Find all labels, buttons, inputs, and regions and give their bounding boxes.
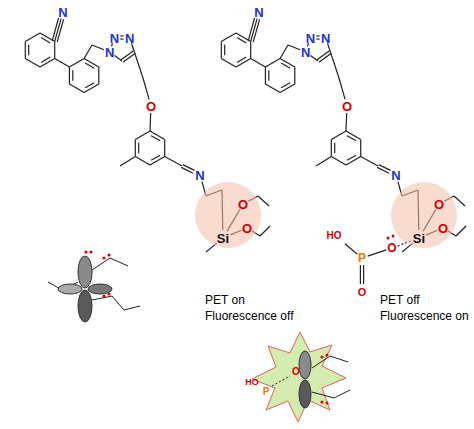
atom-label: P [263,387,270,397]
atom-label: HO [245,378,259,387]
atom-label: Si [217,232,229,245]
atom-label: O [292,367,300,377]
atom-label: N [301,46,310,59]
atom-label: O [242,222,252,235]
state-note: PET off Fluorescence on [380,292,474,324]
atom-label: N [110,31,119,44]
atom-label: O [146,100,156,113]
atom-label: O [238,198,248,211]
atom-label: Si [413,232,425,245]
atom-label: N [58,6,67,19]
highlight-circle: OO Si [195,182,261,248]
atom-label: O [387,242,396,254]
atom-label: O [358,287,367,298]
atom-label: N [321,31,330,44]
atom-label: N [254,6,263,19]
atom-label: O [438,222,448,235]
atom-label: N [125,31,134,44]
atom-label: N [105,46,114,59]
highlight-circle: OO Si [391,182,457,248]
atom-label: P [358,252,366,264]
atom-label: HO [327,231,342,241]
atom-label: N [195,169,204,182]
atom-label: N [306,31,315,44]
atom-label: N [391,169,400,182]
atom-label: O [434,198,444,211]
state-note: PET on Fluorescence off [205,292,309,324]
atom-label: O [342,100,352,113]
